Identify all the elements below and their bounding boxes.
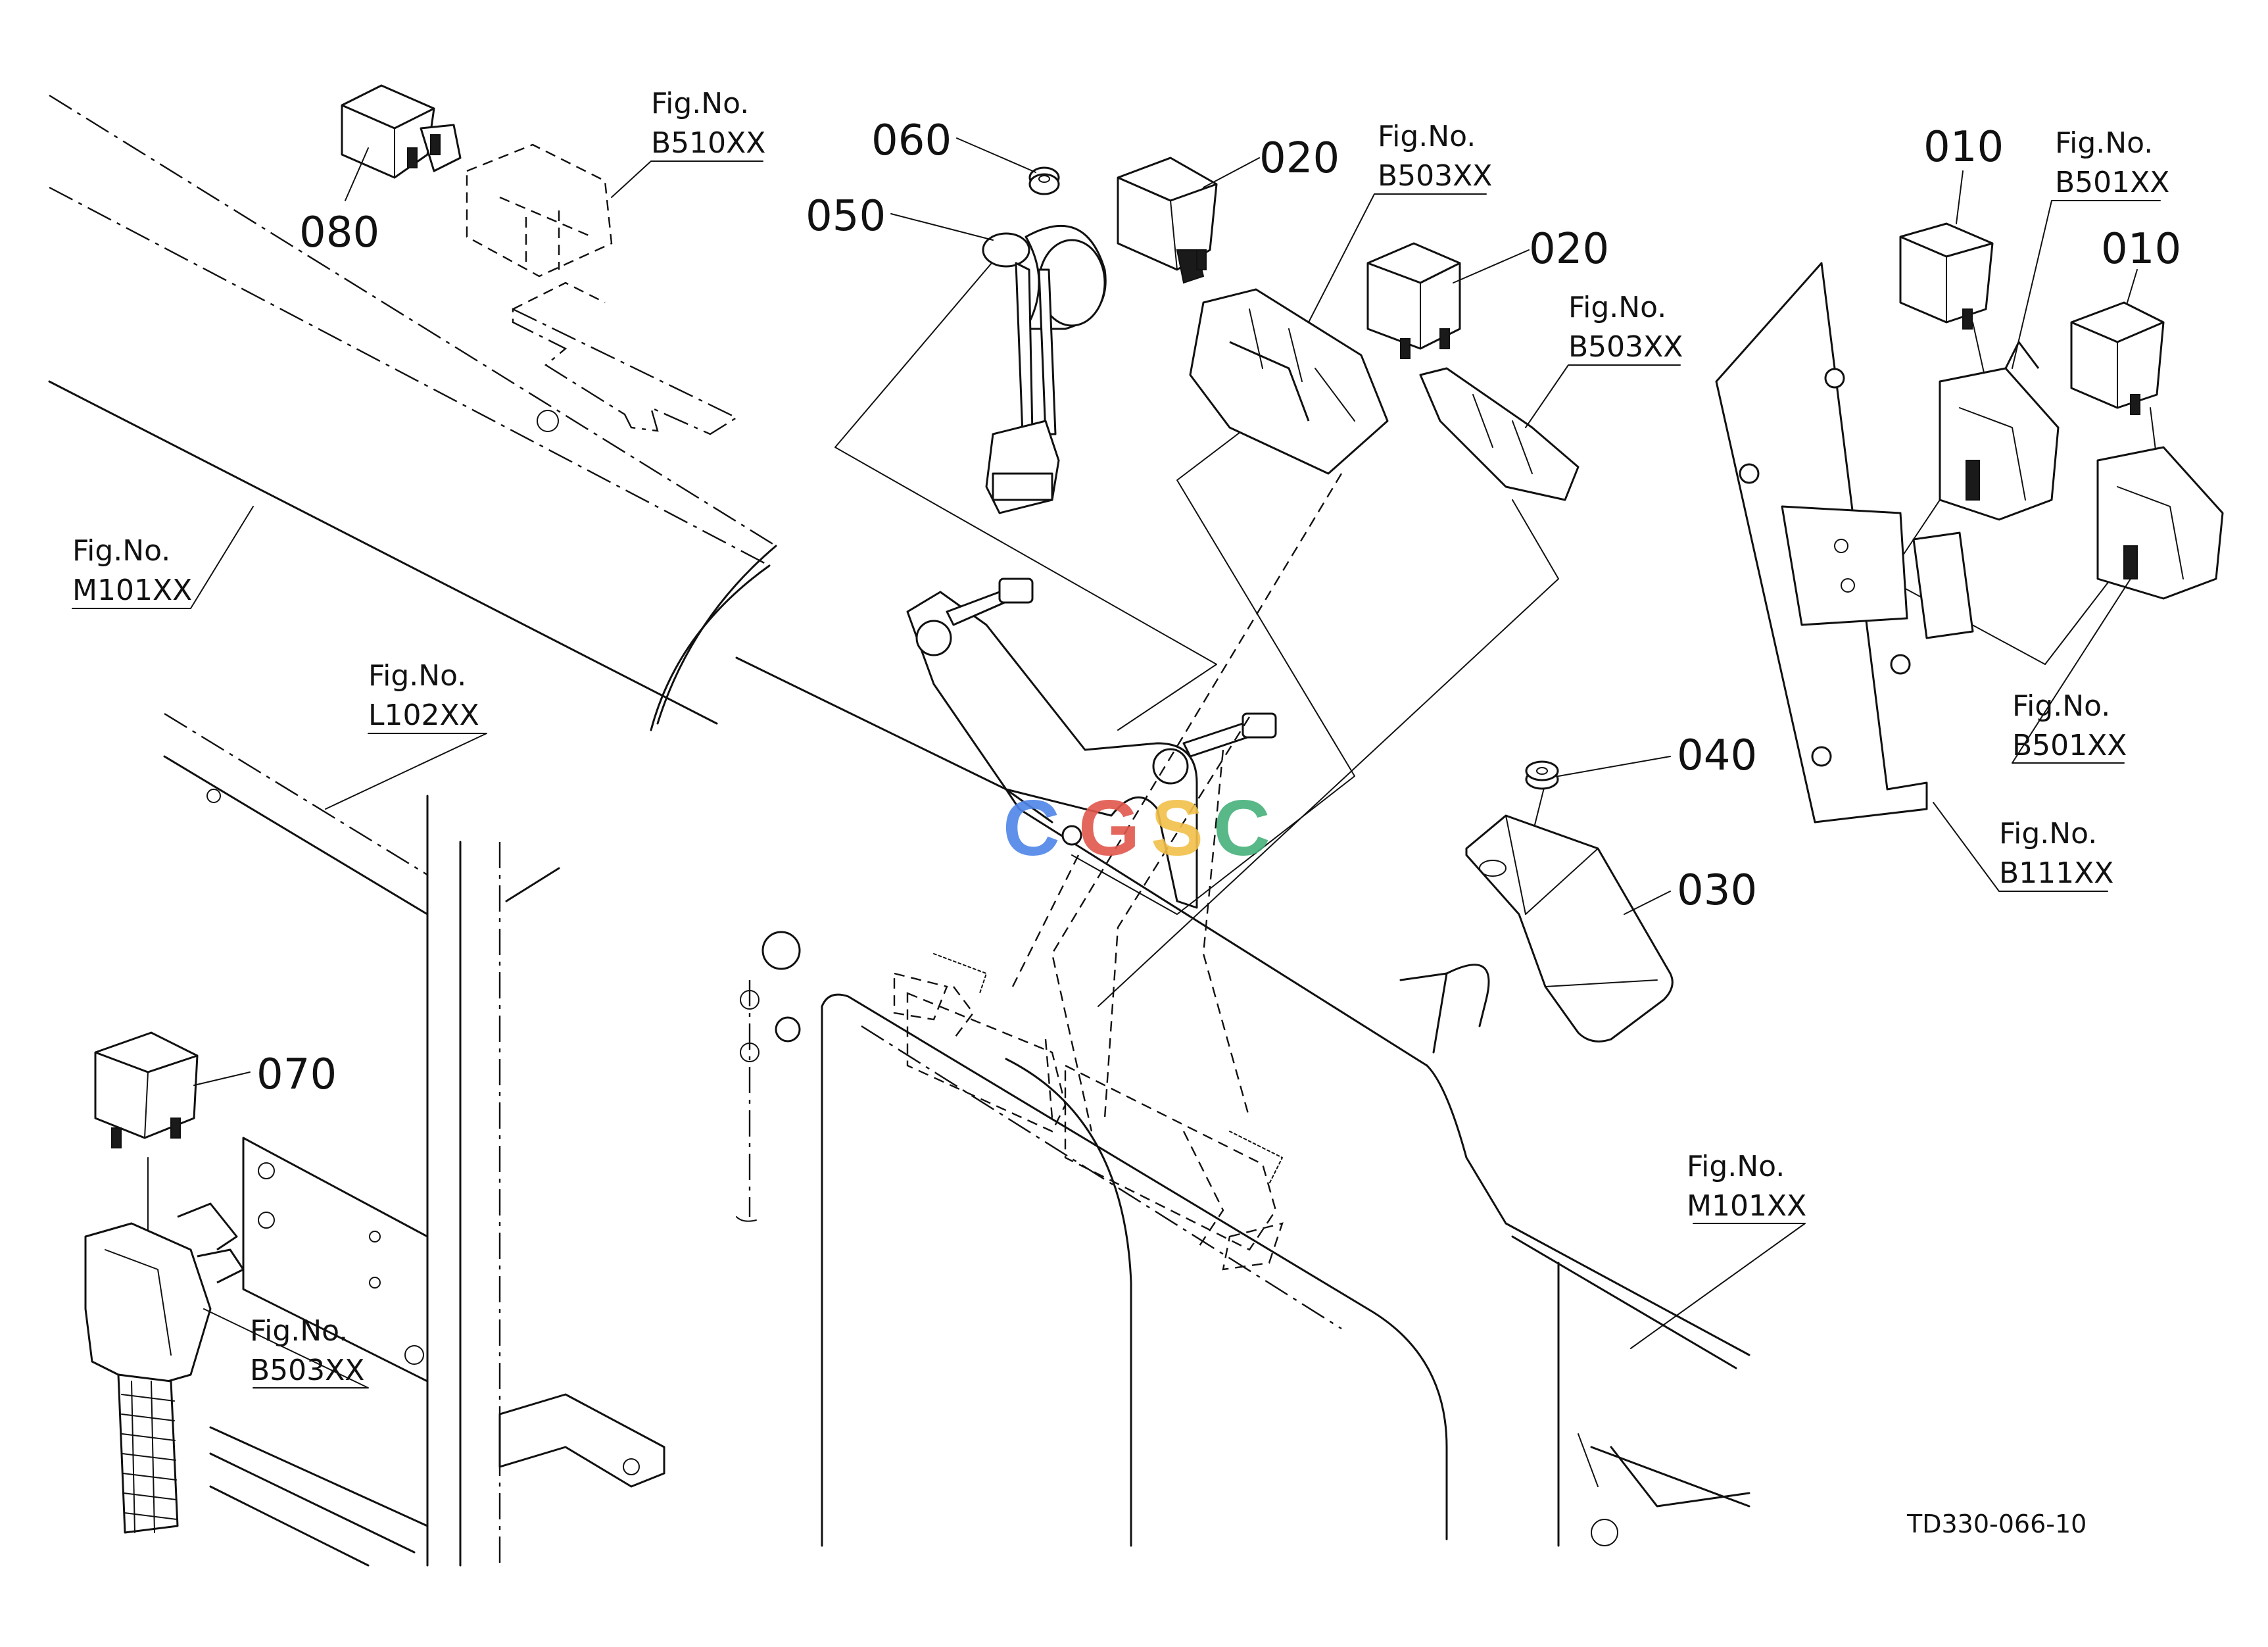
fig-code: B510XX [651,126,765,160]
fig-code: B503XX [250,1354,364,1387]
connector-b510 [466,143,613,310]
fig-code: B111XX [1999,856,2113,890]
fig-label: Fig.No. [651,87,749,120]
fig-label: Fig.No. [1378,120,1476,153]
sensor-050 [982,224,1107,514]
relay-plate [1715,262,1974,823]
part-number-010: 010 [1923,123,2004,172]
socket-020a [1189,288,1389,475]
part-number-060: 060 [871,116,952,165]
socket-010b [2096,446,2224,600]
fig-label: Fig.No. [368,659,466,693]
relay-080 [341,84,462,179]
fig-code: B503XX [1568,330,1683,364]
socket-020b [1419,367,1580,501]
part-number-030: 030 [1677,866,1757,915]
fig-label: Fig.No. [2012,689,2110,723]
fig-code: L102XX [368,699,479,732]
watermark-letter: C [1213,784,1270,872]
watermark-letter: S [1151,784,1203,872]
socket-010a [1939,341,2060,521]
watermark-logo: C G S C [1003,784,1270,872]
part-number-020: 020 [1259,134,1339,183]
relay-070 [94,1031,199,1148]
frame-panels [48,94,1750,1567]
fig-code: M101XX [72,574,192,607]
callout-leaders [72,137,2161,1389]
part-number-070: 070 [256,1050,337,1099]
fig-label: Fig.No. [1687,1150,1785,1183]
bracket-030 [1465,814,1674,1043]
fig-code: B501XX [2012,729,2127,762]
mounting-bracket [906,578,1277,909]
drawing-code: TD330-066-10 [1906,1510,2087,1538]
fig-label: Fig.No. [1999,817,2097,850]
hidden-sockets [893,953,1284,1271]
fig-label: Fig.No. [1568,291,1666,324]
part-number-040: 040 [1677,731,1757,780]
watermark-letter: G [1078,784,1140,872]
nut-040 [1525,760,1559,790]
relay-020b [1366,242,1461,359]
relay-010a [1899,222,1994,330]
relay-020a [1117,157,1218,284]
part-number-labels: 010 010 020 020 030 040 050 060 070 080 [256,116,2181,1099]
socket-070 [84,1202,245,1534]
figure-references: Fig.No. B510XX Fig.No. B503XX Fig.No. B5… [72,87,2169,1387]
fig-code: B501XX [2055,166,2169,199]
part-number-050: 050 [806,192,886,241]
part-number-080: 080 [299,209,379,257]
fig-code: M101XX [1687,1189,1806,1223]
relay-010b [2070,301,2165,415]
part-number-020: 020 [1529,225,1609,274]
watermark-letter: C [1003,784,1060,872]
part-number-010: 010 [2101,225,2181,274]
fig-label: Fig.No. [250,1314,348,1348]
nut-060 [1028,166,1060,195]
fig-code: B503XX [1378,159,1492,193]
fig-label: Fig.No. [72,534,170,568]
fig-label: Fig.No. [2055,126,2153,160]
